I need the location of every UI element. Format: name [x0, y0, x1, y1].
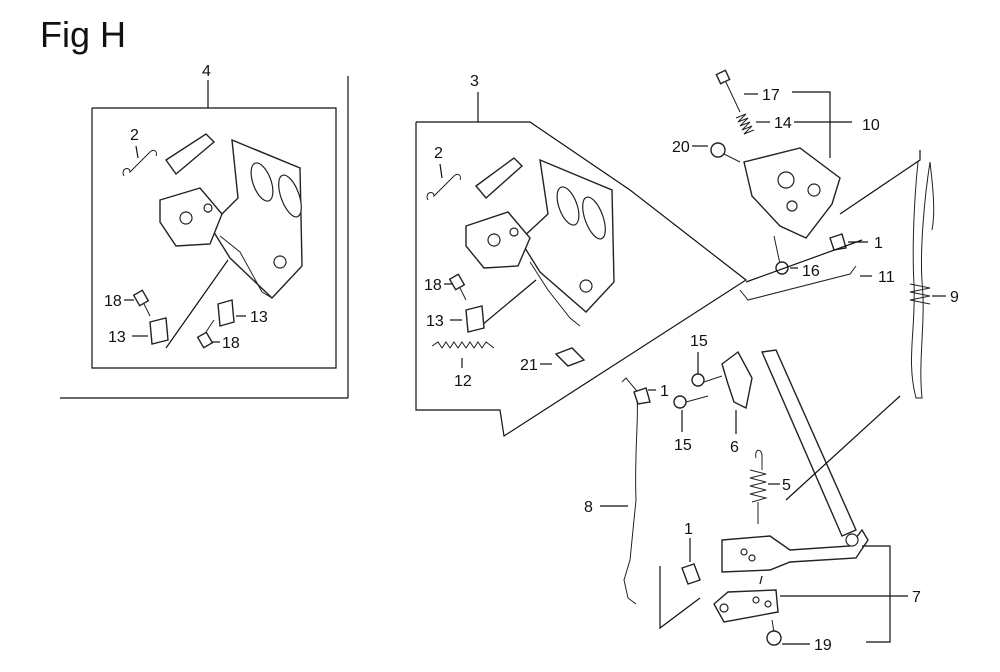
callout-2-a: 2	[130, 127, 139, 144]
callout-10: 10	[862, 117, 880, 134]
spring-5	[749, 469, 768, 503]
callout-8: 8	[584, 499, 593, 516]
plate-slot-a	[250, 162, 274, 202]
callout-11: 11	[878, 269, 895, 286]
callout-18-b: 18	[222, 335, 240, 352]
callout-19: 19	[814, 637, 832, 654]
callout-20: 20	[672, 139, 690, 156]
clip-13-b	[217, 299, 235, 327]
bolt-18-b	[196, 331, 214, 349]
callout-15-b: 15	[674, 437, 692, 454]
nut-21	[554, 347, 586, 367]
figure-title: Fig H	[40, 14, 127, 55]
bolt-18-a	[132, 289, 150, 307]
right-assembly-group: 17 14 10 20 16 1 11 9	[584, 69, 959, 654]
callout-13-c: 13	[426, 313, 444, 330]
bolt-15-b	[673, 395, 687, 409]
bolt-18-c	[448, 273, 466, 291]
bolt-19	[766, 630, 782, 646]
callout-4: 4	[202, 63, 211, 80]
callout-3: 3	[470, 73, 479, 90]
spring-9	[910, 161, 935, 399]
clip-1-c	[681, 563, 701, 585]
part-6	[721, 350, 753, 410]
assembly-4-group: 4 2 18 13 13 18	[60, 63, 349, 399]
callout-5: 5	[782, 477, 791, 494]
bolt-15-a	[691, 373, 705, 387]
spring-12	[431, 341, 495, 349]
clip-1-b	[633, 387, 651, 405]
link-rod-8	[621, 377, 638, 605]
plate-hole	[273, 255, 287, 269]
spring-14	[735, 113, 755, 135]
bolt-16	[775, 261, 789, 275]
callout-13-b: 13	[250, 309, 268, 326]
bolt-17	[723, 77, 741, 113]
clip-1-a	[829, 233, 847, 251]
bracket-7	[713, 589, 779, 623]
callout-1-b: 1	[660, 383, 669, 400]
lever-3	[474, 157, 524, 200]
callout-2-b: 2	[434, 145, 443, 162]
callout-14: 14	[774, 115, 792, 132]
callout-16: 16	[802, 263, 820, 280]
throttle-shaft-7	[760, 349, 857, 537]
callout-17: 17	[762, 87, 780, 104]
governor-arm-10	[743, 147, 841, 239]
callout-6: 6	[730, 439, 739, 456]
spring-2-b	[426, 173, 461, 201]
callout-9: 9	[950, 289, 959, 306]
callout-18-c: 18	[424, 277, 442, 294]
callout-12: 12	[454, 373, 472, 390]
callout-13-a: 13	[108, 329, 126, 346]
rod-11	[739, 265, 857, 301]
spring-2-a	[122, 149, 157, 177]
nut-20	[710, 142, 726, 158]
callout-1-c: 1	[684, 521, 693, 538]
lever-4	[165, 133, 216, 176]
assembly-3-frame	[415, 121, 748, 438]
clip-13-a	[149, 317, 169, 345]
callout-21: 21	[520, 357, 538, 374]
callout-18-a: 18	[104, 293, 122, 310]
assembly-4-frame	[91, 107, 337, 369]
callout-15-a: 15	[690, 333, 708, 350]
callout-1-a: 1	[874, 235, 883, 252]
throttle-lever-7	[721, 528, 869, 573]
assembly-3-group: 3 2 18 13 12 21	[415, 73, 748, 438]
callout-7: 7	[912, 589, 921, 606]
plate-slot-b	[278, 174, 302, 218]
clip-13-c	[465, 305, 485, 333]
